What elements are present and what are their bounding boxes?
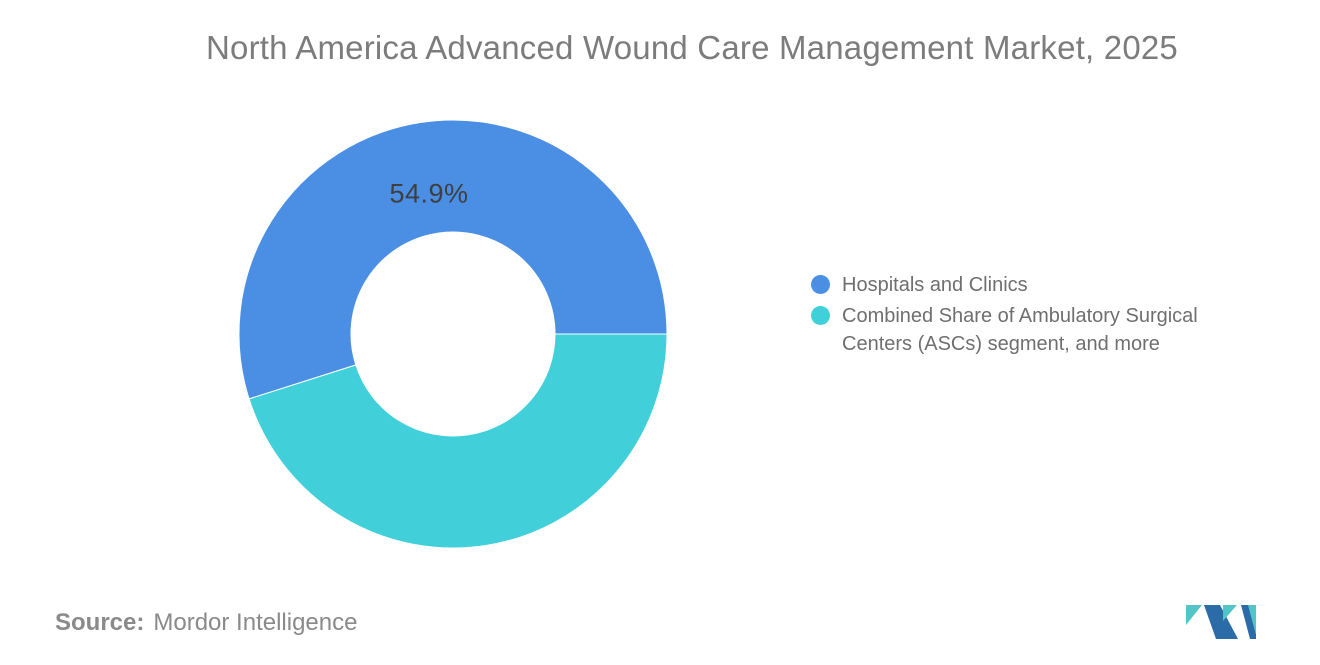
donut-chart	[238, 119, 668, 549]
logo-shape-blue-right-stroke	[1241, 605, 1256, 639]
source-label: Source:	[55, 609, 145, 636]
logo-shape-blue-left-stroke	[1204, 605, 1238, 639]
legend-marker-circle	[811, 275, 830, 294]
legend: Hospitals and Clinics Combined Share of …	[811, 271, 1263, 361]
source-line: Source: Mordor Intelligence	[55, 608, 357, 638]
legend-marker-circle	[811, 306, 830, 325]
legend-item-label: Hospitals and Clinics	[842, 274, 1028, 296]
chart-title: North America Advanced Wound Care Manage…	[206, 29, 1178, 66]
legend-item-label: Combined Share of Ambulatory Surgical Ce…	[842, 305, 1198, 355]
legend-item-ascs-and-more[interactable]: Combined Share of Ambulatory Surgical Ce…	[811, 302, 1263, 358]
source-value: Mordor Intelligence	[153, 609, 358, 636]
slice-data-label: 54.9%	[389, 178, 469, 209]
legend-item-hospitals-and-clinics[interactable]: Hospitals and Clinics	[811, 271, 1263, 299]
donut-slice-0[interactable]	[238, 119, 668, 400]
mordor-intelligence-logo	[1186, 605, 1256, 639]
donut-slice-1[interactable]	[248, 333, 668, 549]
logo-shape-teal-left-triangle	[1186, 605, 1202, 625]
logo-shape-teal-middle-triangle	[1223, 605, 1237, 621]
